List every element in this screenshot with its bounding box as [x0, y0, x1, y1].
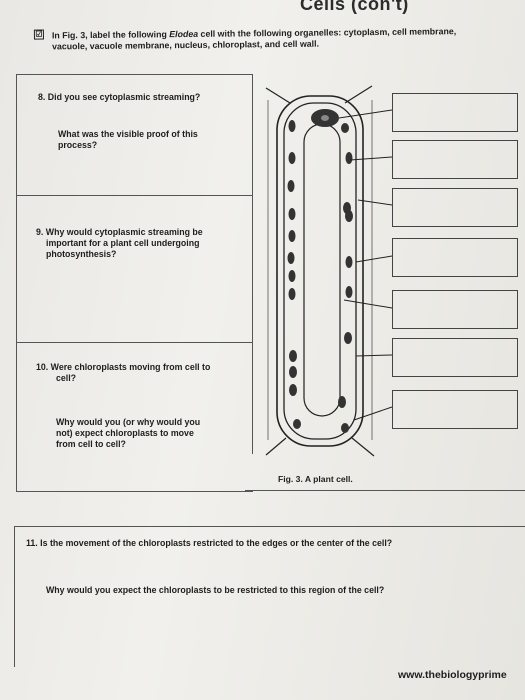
label-box-3[interactable] — [392, 188, 518, 227]
question-11: 11. Is the movement of the chloroplasts … — [26, 538, 393, 548]
figure-bottom-border — [245, 490, 525, 491]
cell-membrane — [283, 102, 357, 440]
label-box-2[interactable] — [392, 140, 518, 179]
question-9-line-3: photosynthesis? — [46, 249, 117, 259]
question-9-line-2: important for a plant cell undergoing — [46, 238, 200, 248]
neighbour-cell-walls — [265, 85, 375, 457]
cell-wall-outer — [276, 95, 364, 447]
figure-caption: Fig. 3. A plant cell. — [278, 474, 353, 484]
footer-website: www.thebiologyprime — [398, 669, 507, 681]
page-header-title: Cells (con't) — [300, 0, 409, 14]
vacuole-membrane — [303, 123, 341, 417]
label-box-4[interactable] — [392, 238, 518, 277]
chloroplasts-right — [338, 123, 353, 433]
questions-box-right-border — [252, 74, 253, 454]
divider-q9-q10 — [16, 342, 252, 343]
question-10-line-1: 10. Were chloroplasts moving from cell t… — [36, 362, 211, 372]
question-11b: Why would you expect the chloroplasts to… — [46, 585, 385, 595]
label-leader-lines — [338, 109, 393, 421]
label-box-7[interactable] — [392, 390, 518, 429]
label-box-1[interactable] — [392, 93, 518, 132]
divider-q8-q9 — [16, 195, 252, 196]
questions-box — [16, 74, 253, 492]
question-10b-line-2: not) expect chloroplasts to move — [56, 428, 194, 438]
nucleolus — [321, 115, 329, 121]
question-10b-line-3: from cell to cell? — [56, 439, 126, 449]
adjacent-cell-walls — [267, 100, 373, 440]
lower-questions-box — [14, 526, 525, 667]
question-8b-line-2: process? — [58, 140, 98, 150]
label-box-5[interactable] — [392, 290, 518, 329]
question-10b-line-1: Why would you (or why would you — [56, 417, 201, 427]
question-10-line-2: cell? — [56, 373, 77, 383]
question-8b-line-1: What was the visible proof of this — [58, 129, 198, 139]
label-box-6[interactable] — [392, 338, 518, 377]
question-8: 8. Did you see cytoplasmic streaming? — [38, 92, 201, 102]
question-9-line-1: 9. Why would cytoplasmic streaming be — [36, 227, 203, 237]
chloroplasts-left — [287, 120, 301, 429]
